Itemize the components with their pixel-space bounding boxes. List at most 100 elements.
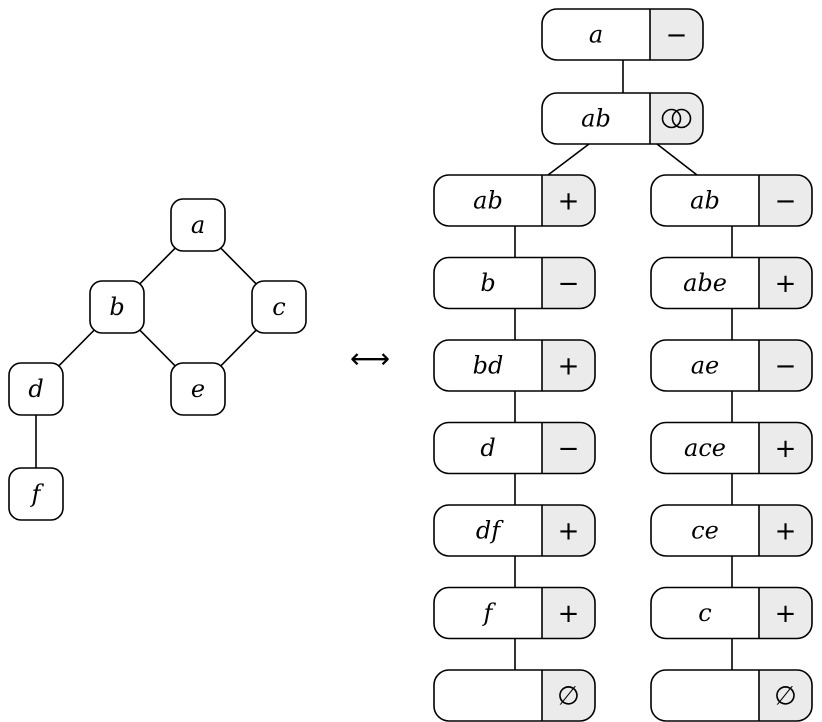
tree-node-left-6: ∅ xyxy=(433,669,596,722)
op-cell xyxy=(759,670,812,721)
box-outline xyxy=(650,504,813,557)
op-cell xyxy=(759,587,812,639)
op-cell xyxy=(759,257,812,309)
box-outline xyxy=(433,421,596,475)
graph-node-box xyxy=(8,362,64,416)
box-label: c xyxy=(698,599,711,627)
tree-node-right-4: ce + xyxy=(650,504,813,557)
box-label: ab xyxy=(690,187,720,215)
graph-node-box xyxy=(170,198,226,252)
box-label: d xyxy=(480,434,495,462)
op-cell xyxy=(542,422,595,474)
plus-icon: + xyxy=(558,517,580,547)
empty-set-icon: ∅ xyxy=(774,682,797,712)
graph-node-a: a xyxy=(170,198,226,252)
minus-icon: − xyxy=(558,269,580,299)
op-cell xyxy=(542,505,595,556)
box-outline xyxy=(650,174,813,227)
graph-node-box xyxy=(89,280,145,334)
minus-icon: − xyxy=(558,434,580,464)
op-cell xyxy=(650,93,703,144)
graph-node-label: b xyxy=(109,293,124,321)
minus-icon: − xyxy=(775,352,797,382)
box-outline xyxy=(650,421,813,475)
tree-node-left-1: b− xyxy=(433,256,596,310)
tree-node-right-0: ab − xyxy=(650,174,813,227)
graph-node-b: b xyxy=(89,280,145,334)
box-label: a xyxy=(589,21,603,49)
op-cell xyxy=(542,175,595,226)
tree-node-right-1: abe + xyxy=(650,256,813,310)
box-outline xyxy=(433,586,596,640)
plus-icon: + xyxy=(558,187,580,217)
graph-node-label: d xyxy=(28,375,43,403)
tree-node-left-3: d− xyxy=(433,421,596,475)
graph-node-e: e xyxy=(170,362,226,416)
tree-node-join: ab xyxy=(541,92,704,145)
graph-node-box xyxy=(8,467,64,521)
bidirectional-arrow: ⟷ xyxy=(350,342,390,375)
op-cell xyxy=(542,340,595,391)
intersection-icon xyxy=(661,108,692,129)
graph-node-label: a xyxy=(191,211,205,239)
tree-node-right-5: c+ xyxy=(650,586,813,640)
box-label: df xyxy=(476,517,504,545)
tree-node-left-2: bd + xyxy=(433,339,596,392)
box-outline xyxy=(650,669,813,722)
plus-icon: + xyxy=(558,599,580,629)
box-outline xyxy=(650,256,813,310)
tree-node-root: a− xyxy=(541,8,704,61)
box-label: ab xyxy=(581,105,611,133)
tree-node-right-6: ∅ xyxy=(650,669,813,722)
op-cell xyxy=(542,670,595,721)
op-cell xyxy=(759,422,812,474)
box-label: b xyxy=(480,269,495,297)
tree-node-left-4: df + xyxy=(433,504,596,557)
empty-set-icon: ∅ xyxy=(557,682,580,712)
tree-edge-join-right xyxy=(656,143,698,176)
box-outline xyxy=(433,504,596,557)
box-outline xyxy=(433,256,596,310)
box-outline xyxy=(541,8,704,61)
plus-icon: + xyxy=(558,352,580,382)
box-outline xyxy=(433,174,596,227)
graph-node-d: d xyxy=(8,362,64,416)
box-outline xyxy=(541,92,704,145)
box-label: bd xyxy=(473,352,504,380)
op-cell xyxy=(759,505,812,556)
graph-node-c: c xyxy=(251,280,307,334)
op-cell xyxy=(542,257,595,309)
op-cell xyxy=(542,587,595,639)
op-cell xyxy=(759,340,812,391)
plus-icon: + xyxy=(775,517,797,547)
op-cell xyxy=(650,9,703,60)
box-outline xyxy=(650,339,813,392)
tree-node-left-5: f+ xyxy=(433,586,596,640)
tree-node-right-2: ae − xyxy=(650,339,813,392)
graph-node-f: f xyxy=(8,467,64,521)
op-cell xyxy=(759,175,812,226)
tree-node-right-3: ace + xyxy=(650,421,813,475)
graph-node-box xyxy=(251,280,307,334)
box-label: ae xyxy=(691,352,720,380)
box-outline xyxy=(650,586,813,640)
graph-node-label: c xyxy=(272,293,285,321)
box-label: f xyxy=(482,599,497,627)
plus-icon: + xyxy=(775,269,797,299)
box-label: ace xyxy=(684,434,726,462)
plus-icon: + xyxy=(775,434,797,464)
box-outline xyxy=(433,339,596,392)
box-label: abe xyxy=(683,269,727,297)
plus-icon: + xyxy=(775,599,797,629)
box-label: ce xyxy=(691,517,719,545)
minus-icon: − xyxy=(666,21,688,51)
minus-icon: − xyxy=(775,187,797,217)
tree-edge-join-left xyxy=(547,143,590,176)
box-outline xyxy=(433,669,596,722)
tree-node-left-0: ab + xyxy=(433,174,596,227)
box-label: ab xyxy=(473,187,503,215)
graph-node-box xyxy=(170,362,226,416)
